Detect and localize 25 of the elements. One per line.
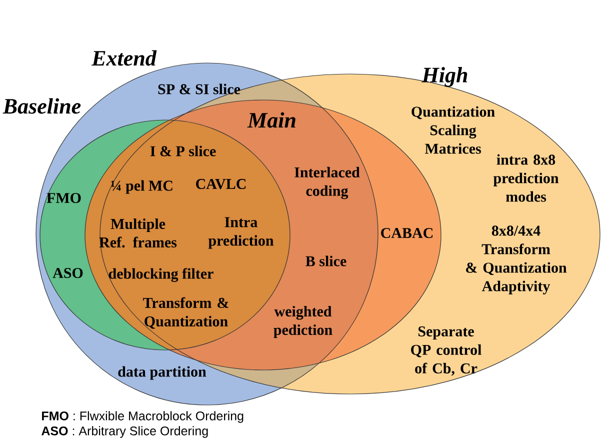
set-title: Main <box>247 112 296 128</box>
abbreviation-note: FMO : Flwxible Macroblock Ordering <box>42 411 244 423</box>
feature-label: deblocking filter <box>108 268 214 282</box>
feature-label: ¼ pel MC <box>111 180 172 194</box>
feature-label: Transform & Quantization <box>143 297 228 329</box>
feature-label: Quantization Scaling Matrices <box>412 106 495 154</box>
abbreviation-note: ASO : Arbitrary Slice Ordering <box>42 426 208 438</box>
feature-label: data partition <box>118 366 206 380</box>
feature-label: I & P slice <box>150 146 216 156</box>
feature-label: SP & SI slice <box>158 84 240 94</box>
feature-label: CABAC <box>381 228 433 238</box>
feature-label: Multiple Ref. frames <box>99 218 177 248</box>
set-title: Extend <box>91 50 157 66</box>
feature-label: Separate QP control of Cb, Cr <box>411 326 482 376</box>
feature-label: 8x8/4x4 Transform & Quantization Adaptivity <box>466 226 567 294</box>
feature-label: Interlaced coding <box>294 166 360 200</box>
feature-label: weighted pediction <box>274 306 332 338</box>
feature-label: ASO <box>52 268 83 278</box>
feature-label: CAVLC <box>196 178 246 190</box>
feature-label: intra 8x8 prediction modes <box>493 154 559 202</box>
feature-label: FMO <box>46 192 81 204</box>
set-title: Baseline <box>2 98 81 114</box>
feature-label: Intra prediction <box>208 217 274 249</box>
feature-label: B slice <box>306 256 346 266</box>
set-title: High <box>422 67 468 87</box>
